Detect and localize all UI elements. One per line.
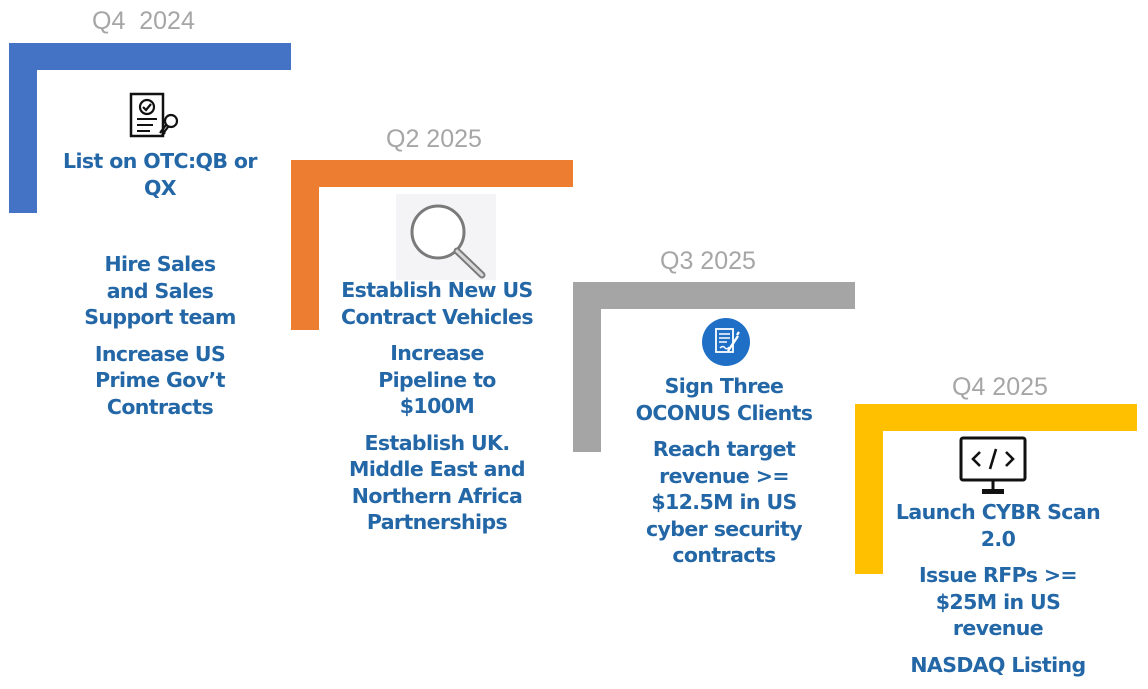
step-bar-horizontal: [291, 160, 573, 187]
step-bar-vertical: [855, 404, 883, 574]
step-bar-horizontal: [9, 43, 291, 70]
step-bar-vertical: [291, 160, 319, 330]
quarter-label: Q2 2025: [386, 125, 482, 153]
milestone-item: Sign Three OCONUS Clients: [635, 374, 813, 425]
step-bar-vertical: [9, 43, 37, 213]
milestone-item: Establish New US Contract Vehicles: [341, 278, 534, 329]
step-bar-horizontal: [855, 404, 1137, 431]
quarter-label: Q4 2024: [92, 7, 195, 35]
contract-sign-icon: [701, 317, 751, 372]
milestone-item: Issue RFPs >= $25M in US revenue: [918, 563, 1078, 640]
step-bar-horizontal: [573, 282, 855, 309]
step-items: Launch CYBR Scan 2.0 Issue RFPs >= $25M …: [892, 499, 1104, 688]
step-items: Establish New US Contract Vehicles Incre…: [331, 277, 543, 546]
milestone-item: NASDAQ Listing: [910, 652, 1086, 677]
certificate-icon: [128, 92, 182, 145]
step-items: List on OTC:QB or QX Hire Sales and Sale…: [44, 148, 276, 430]
magnifier-icon: [396, 194, 496, 280]
milestone-item: Hire Sales and Sales Support team: [84, 252, 236, 329]
milestone-item: Increase Pipeline to $100M: [378, 341, 496, 418]
quarter-label: Q4 2025: [952, 373, 1048, 401]
step-bar-vertical: [573, 282, 601, 452]
milestone-item: Establish UK. Middle East and Northern A…: [349, 430, 526, 535]
step-items: Sign Three OCONUS Clients Reach target r…: [618, 373, 830, 579]
milestone-item: Increase US Prime Gov’t Contracts: [94, 341, 226, 419]
milestone-item: Launch CYBR Scan 2.0: [895, 500, 1101, 551]
milestone-item: List on OTC:QB or QX: [63, 149, 257, 200]
milestone-item: Reach target revenue >= $12.5M in US cyb…: [645, 437, 803, 567]
code-monitor-icon: [958, 435, 1028, 502]
quarter-label: Q3 2025: [660, 247, 756, 275]
